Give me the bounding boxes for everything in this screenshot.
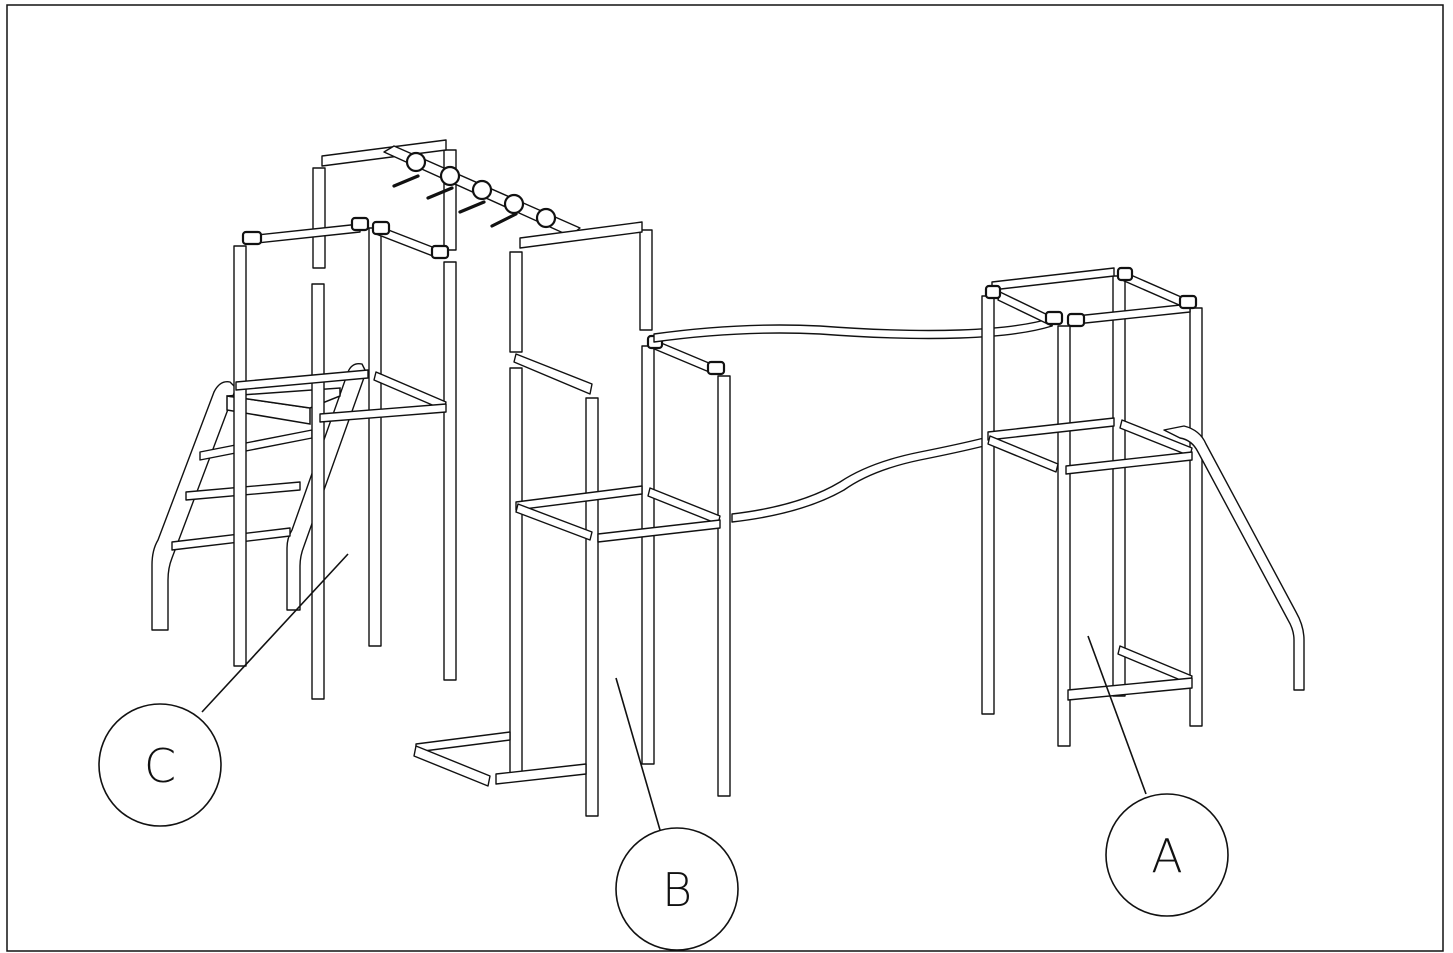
leader-a — [1087, 635, 1147, 795]
leader-b — [615, 677, 661, 831]
callout-b[interactable]: B — [615, 827, 739, 951]
callout-c[interactable]: C — [98, 703, 222, 827]
tower-a — [981, 266, 1305, 747]
callout-a-label: A — [1151, 829, 1182, 883]
callout-b-label: B — [662, 863, 692, 917]
callout-c-label: C — [144, 739, 176, 793]
leader-c — [201, 553, 349, 713]
tower-b — [413, 221, 731, 817]
tower-c — [151, 139, 581, 700]
sheet-border — [6, 4, 1444, 952]
callout-a[interactable]: A — [1105, 793, 1229, 917]
clamps-c — [241, 151, 557, 260]
